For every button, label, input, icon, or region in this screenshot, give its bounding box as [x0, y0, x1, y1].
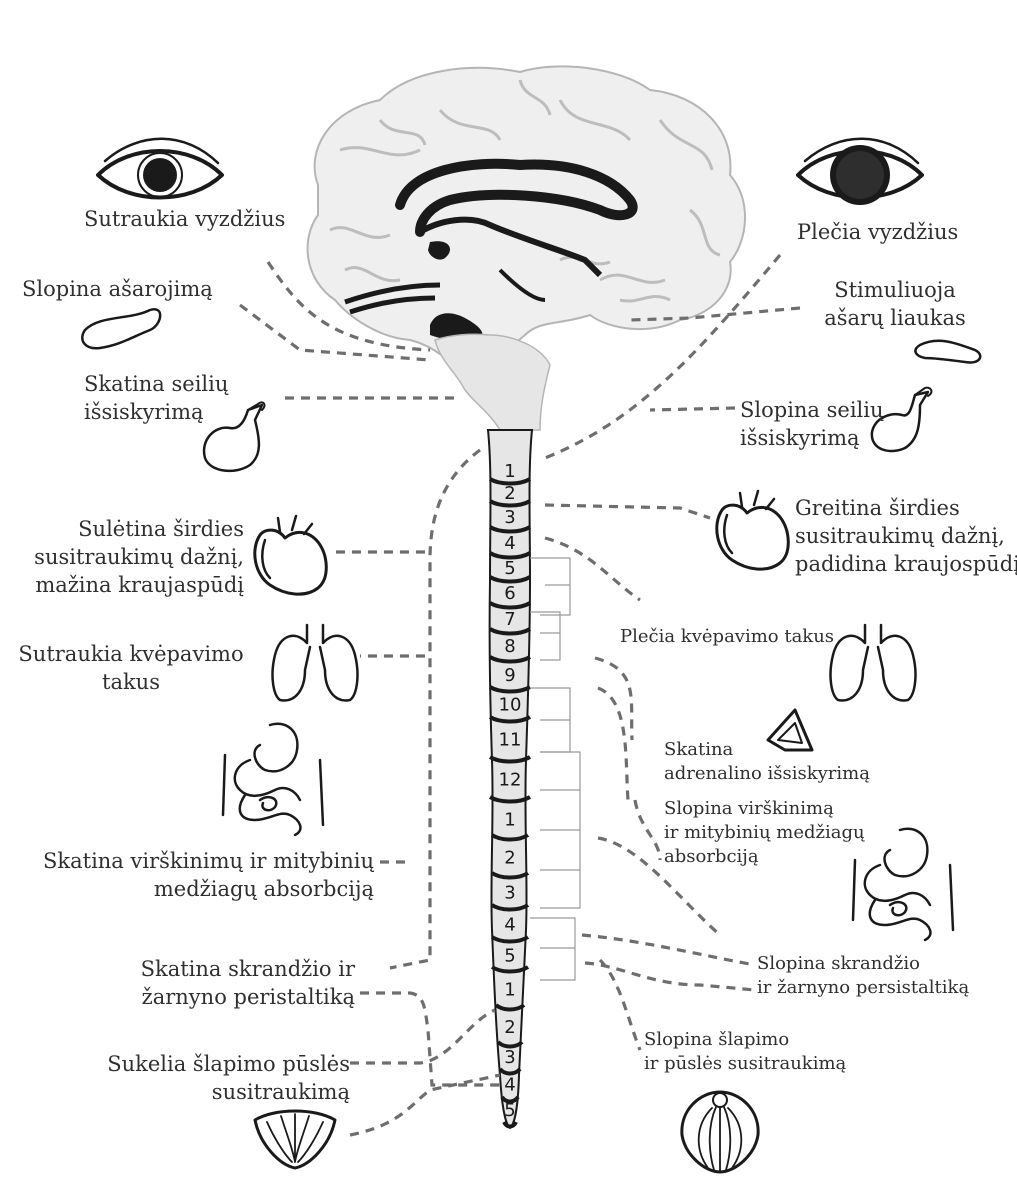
segment-label: 10 — [499, 695, 522, 716]
segment-label: 2 — [504, 847, 515, 868]
label-line: Sulėtina širdies — [34, 515, 244, 543]
label-left-peristalsis: Skatina skrandžio ir žarnyno peristaltik… — [141, 955, 355, 1011]
segment-label: 5 — [504, 1100, 515, 1121]
label-left-bladder: Sukelia šlapimo pūslės susitraukimą — [107, 1050, 350, 1106]
segment-label: 4 — [504, 1074, 515, 1095]
digestive-tract-icon — [223, 724, 323, 835]
label-line: medžiagų absorbciją — [43, 875, 374, 903]
segment-label: 1 — [504, 461, 515, 482]
label-line: susitraukimų dažnį, — [34, 543, 244, 571]
label-right-saliva: Slopina seilių išsiskyrimą — [740, 396, 884, 452]
label-line: ir mitybinių medžiagų — [664, 821, 865, 845]
label-line: adrenalino išsiskyrimą — [664, 762, 870, 786]
label-line: Skatina virškinimų ir mitybinių — [43, 847, 374, 875]
label-right-bladder: Slopina šlapimo ir pūslės susitraukimą — [644, 1028, 846, 1076]
heart-icon — [717, 491, 788, 569]
label-right-heart: Greitina širdies susitraukimų dažnį, pad… — [795, 494, 1017, 578]
label-left-saliva: Skatina seilių išsiskyrimą — [84, 370, 228, 426]
label-line: Slopina seilių — [740, 396, 884, 424]
label-right-adrenaline: Skatina adrenalino išsiskyrimą — [664, 738, 870, 786]
label-line: išsiskyrimą — [84, 398, 228, 426]
label-line: Slopina skrandžio — [757, 952, 969, 976]
label-line: Skatina — [664, 738, 870, 762]
bladder-icon — [255, 1111, 335, 1168]
label-line: ir pūslės susitraukimą — [644, 1052, 846, 1076]
segment-label: 11 — [499, 730, 522, 751]
heart-icon — [255, 516, 326, 594]
label-right-airways: Plečia kvėpavimo takus — [620, 625, 834, 649]
label-line: Skatina seilių — [84, 370, 228, 398]
label-line: Greitina širdies — [795, 494, 1017, 522]
sympathetic-chain-lines — [530, 558, 580, 980]
label-left-digestion: Skatina virškinimų ir mitybinių medžiagų… — [43, 847, 374, 903]
label-line: Sutraukia kvėpavimo — [14, 640, 248, 668]
eye-icon — [98, 139, 222, 198]
label-line: ir žarnyno persistaltiką — [757, 976, 969, 1000]
bladder-icon — [682, 1092, 758, 1172]
label-right-tears: Stimuliuoja ašarų liaukas — [815, 276, 975, 332]
lungs-icon — [831, 625, 916, 700]
segment-label: 9 — [504, 665, 515, 686]
label-left-pupil: Sutraukia vyzdžius — [84, 205, 285, 233]
label-line: susitraukimų dažnį, — [795, 522, 1017, 550]
segment-label: 7 — [504, 609, 515, 630]
lungs-icon — [273, 625, 358, 700]
segment-label: 3 — [504, 1047, 515, 1068]
label-line: takus — [14, 668, 248, 696]
label-line: išsiskyrimą — [740, 424, 884, 452]
label-right-peristalsis: Slopina skrandžio ir žarnyno persistalti… — [757, 952, 969, 1000]
eye-icon — [798, 139, 922, 205]
segment-label: 12 — [499, 770, 522, 791]
segment-label: 3 — [504, 882, 515, 903]
label-left-airways: Sutraukia kvėpavimo takus — [14, 640, 248, 696]
segment-label: 1 — [504, 979, 515, 1000]
label-right-pupil: Plečia vyzdžius — [797, 218, 958, 246]
label-line: Slopina virškinimą — [664, 797, 865, 821]
label-line: Skatina skrandžio ir — [141, 955, 355, 983]
segment-label: 2 — [504, 1017, 515, 1038]
label-line: mažina kraujaspūdį — [34, 571, 244, 599]
label-line: absorbciją — [664, 845, 865, 869]
segment-label: 5 — [504, 945, 515, 966]
tear-gland-icon — [915, 341, 980, 363]
label-line: žarnyno peristaltiką — [141, 983, 355, 1011]
label-line: Stimuliuoja — [815, 276, 975, 304]
segment-label: 6 — [504, 583, 515, 604]
segment-label: 1 — [504, 809, 515, 830]
label-left-heart: Sulėtina širdies susitraukimų dažnį, maž… — [34, 515, 244, 599]
label-line: padidina kraujospūdį — [795, 550, 1017, 578]
segment-label: 2 — [504, 483, 515, 504]
label-line: ašarų liaukas — [815, 304, 975, 332]
label-line: Sukelia šlapimo pūslės — [107, 1050, 350, 1078]
segment-label: 4 — [504, 914, 515, 935]
digestive-tract-icon — [853, 829, 953, 940]
segment-label: 8 — [504, 636, 515, 657]
brain-icon — [308, 66, 745, 430]
label-line: Slopina šlapimo — [644, 1028, 846, 1052]
label-line: susitraukimą — [107, 1078, 350, 1106]
tear-gland-icon — [82, 309, 160, 348]
label-right-digestion: Slopina virškinimą ir mitybinių medžiagų… — [664, 797, 865, 869]
segment-label: 5 — [504, 558, 515, 579]
label-left-tears: Slopina ašarojimą — [22, 275, 213, 303]
segment-label: 4 — [504, 533, 515, 554]
segment-label: 3 — [504, 507, 515, 528]
